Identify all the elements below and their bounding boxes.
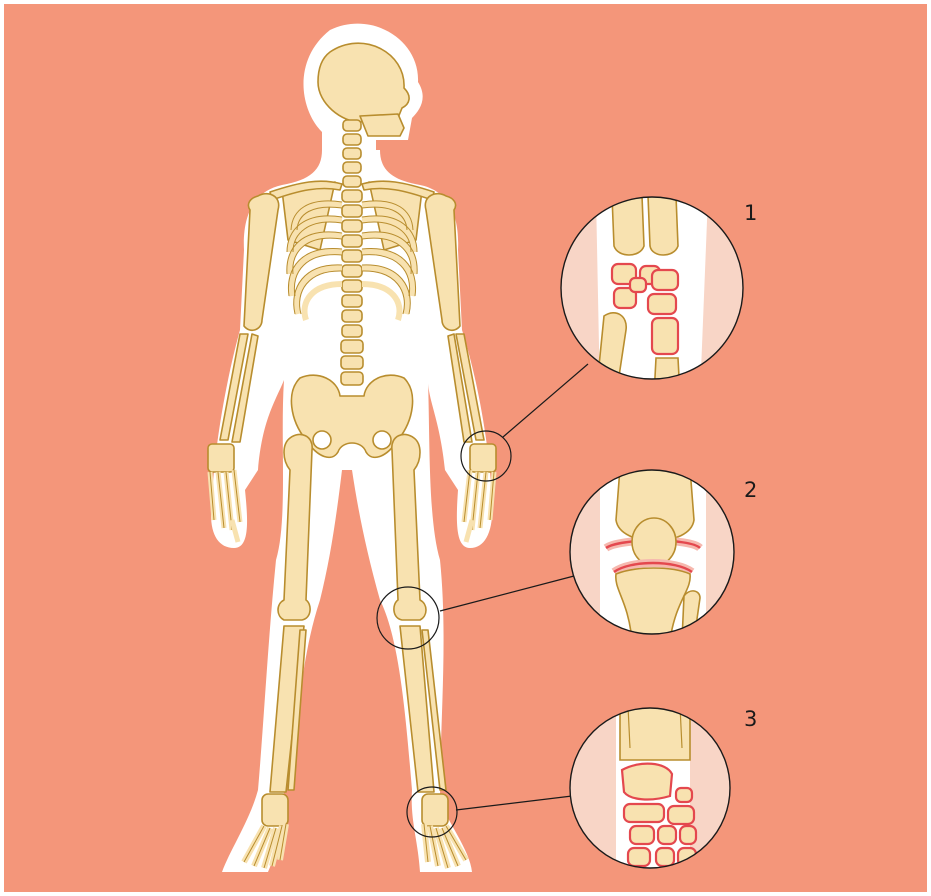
jaw: [360, 114, 404, 136]
callout-number-2: 2: [744, 478, 757, 502]
callout-number-3: 3: [744, 707, 757, 731]
callout-number-1: 1: [744, 201, 757, 225]
